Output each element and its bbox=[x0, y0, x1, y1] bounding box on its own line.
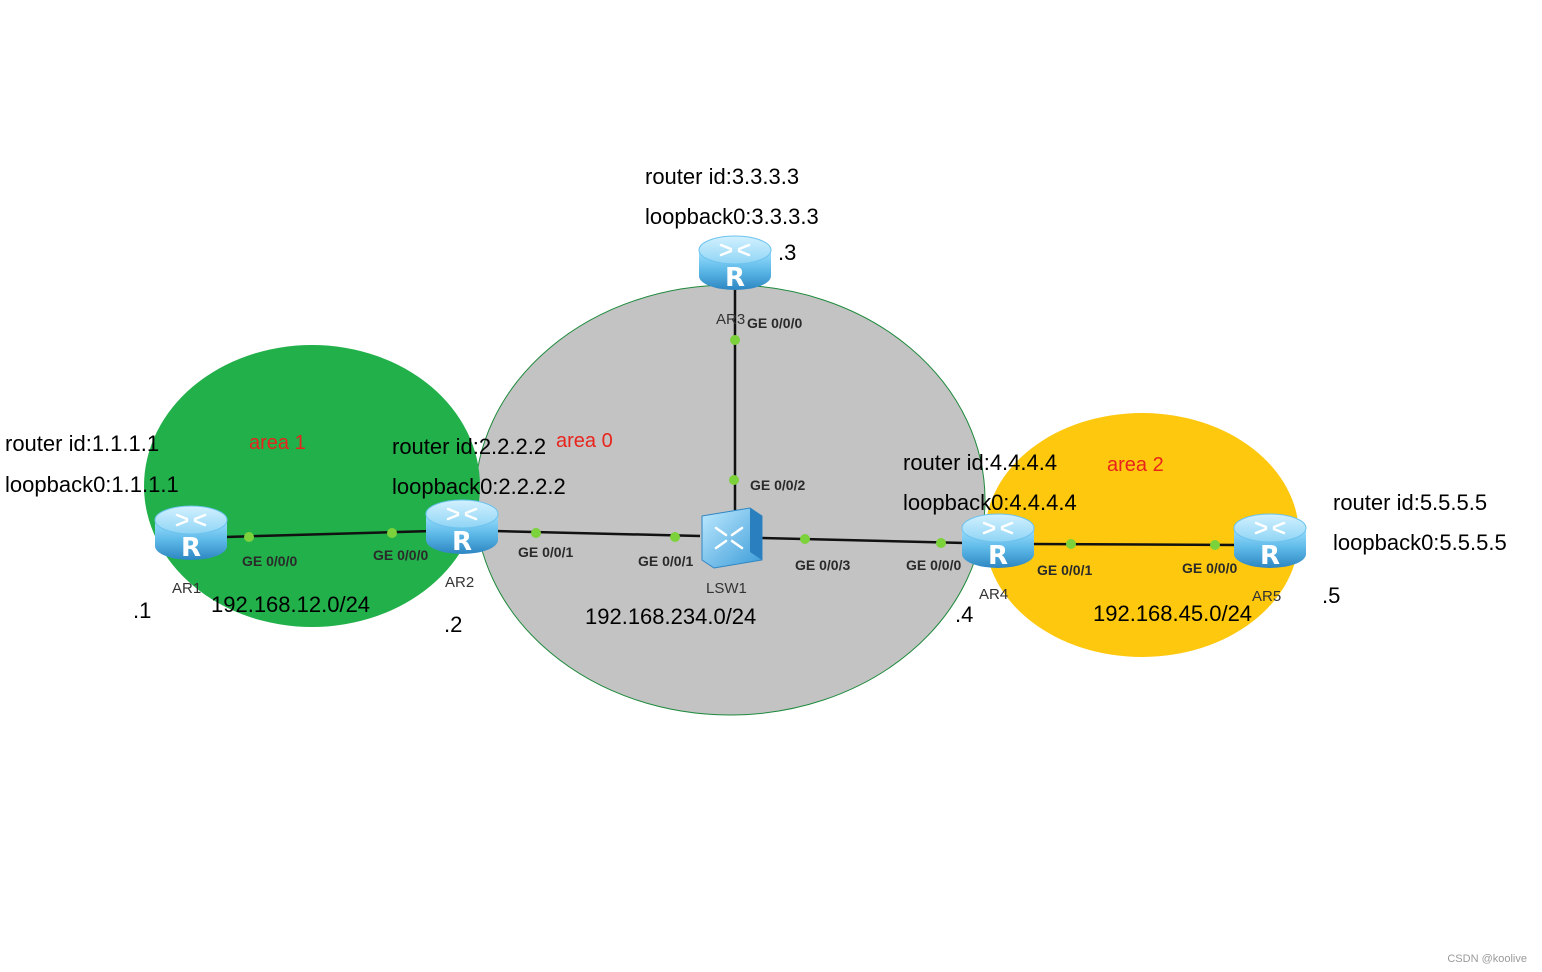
area1-region bbox=[144, 345, 480, 627]
port-dot-lsw1-g003 bbox=[800, 534, 810, 544]
ar1-name: AR1 bbox=[172, 580, 201, 597]
ar5-loopback: loopback0:5.5.5.5 bbox=[1333, 530, 1507, 555]
lsw1-name: LSW1 bbox=[706, 580, 747, 597]
port-label-ar4-g000: GE 0/0/0 bbox=[906, 557, 961, 573]
ar3-name: AR3 bbox=[716, 311, 745, 328]
port-dot-ar2-g000 bbox=[387, 528, 397, 538]
port-label-ar5-g000: GE 0/0/0 bbox=[1182, 560, 1237, 576]
ar2-router-icon[interactable] bbox=[424, 498, 500, 559]
port-label-ar3-g000: GE 0/0/0 bbox=[747, 315, 802, 331]
port-dot-ar2-g001 bbox=[531, 528, 541, 538]
ar4-router-icon[interactable] bbox=[960, 512, 1036, 573]
ar3-loopback: loopback0:3.3.3.3 bbox=[645, 204, 819, 229]
ar1-router-id: router id:1.1.1.1 bbox=[5, 431, 159, 456]
ar2-loopback: loopback0:2.2.2.2 bbox=[392, 474, 566, 499]
ar2-name: AR2 bbox=[445, 574, 474, 591]
ar4-host-suffix: .4 bbox=[955, 602, 973, 627]
ar4-loopback: loopback0:4.4.4.4 bbox=[903, 490, 1077, 515]
port-dot-lsw1-g001 bbox=[670, 532, 680, 542]
ar1-router-icon[interactable] bbox=[153, 504, 229, 565]
area1-label: area 1 bbox=[249, 432, 306, 454]
ar4-router-id: router id:4.4.4.4 bbox=[903, 450, 1057, 475]
ar1-host-suffix: .1 bbox=[133, 598, 151, 623]
ar1-loopback: loopback0:1.1.1.1 bbox=[5, 472, 179, 497]
link-ar1-ar2 bbox=[224, 529, 433, 539]
port-dot-ar5-g000 bbox=[1210, 540, 1220, 550]
ar3-router-id: router id:3.3.3.3 bbox=[645, 164, 799, 189]
link-ar2-lsw1 bbox=[494, 529, 701, 538]
area2-label: area 2 bbox=[1107, 454, 1164, 476]
link-lsw1-ar4 bbox=[759, 536, 966, 545]
port-label-ar1-g000: GE 0/0/0 bbox=[242, 553, 297, 569]
port-label-ar2-g000: GE 0/0/0 bbox=[373, 547, 428, 563]
port-dots bbox=[244, 335, 1220, 550]
lsw1-switch-icon[interactable] bbox=[700, 506, 764, 570]
subnet-12-label: 192.168.12.0/24 bbox=[211, 592, 370, 617]
ar4-name: AR4 bbox=[979, 586, 1008, 603]
ar5-router-id: router id:5.5.5.5 bbox=[1333, 490, 1487, 515]
port-label-lsw1-g003: GE 0/0/3 bbox=[795, 557, 850, 573]
area2-region bbox=[985, 413, 1299, 657]
ar2-router-id: router id:2.2.2.2 bbox=[392, 434, 546, 459]
port-label-ar2-g001: GE 0/0/1 bbox=[518, 544, 573, 560]
port-label-ar4-g001: GE 0/0/1 bbox=[1037, 562, 1092, 578]
port-dot-ar3-g000 bbox=[730, 335, 740, 345]
ar5-router-icon[interactable] bbox=[1232, 512, 1308, 573]
ar3-host-suffix: .3 bbox=[778, 240, 796, 265]
area0-label: area 0 bbox=[556, 430, 613, 452]
ar5-host-suffix: .5 bbox=[1322, 583, 1340, 608]
port-dot-lsw1-g002 bbox=[729, 475, 739, 485]
subnet-45-label: 192.168.45.0/24 bbox=[1093, 601, 1252, 626]
port-label-lsw1-g001: GE 0/0/1 bbox=[638, 553, 693, 569]
port-dot-ar4-g001 bbox=[1066, 539, 1076, 549]
port-label-lsw1-g002: GE 0/0/2 bbox=[750, 477, 805, 493]
ar3-router-icon[interactable] bbox=[697, 234, 773, 295]
links bbox=[224, 290, 1241, 547]
link-ar4-ar5 bbox=[1029, 542, 1241, 547]
ar5-name: AR5 bbox=[1252, 588, 1281, 605]
subnet-234-label: 192.168.234.0/24 bbox=[585, 604, 756, 629]
port-dot-ar1-g000 bbox=[244, 532, 254, 542]
watermark: CSDN @koolive bbox=[1447, 953, 1527, 965]
ar2-host-suffix: .2 bbox=[444, 612, 462, 637]
port-dot-ar4-g000 bbox=[936, 538, 946, 548]
